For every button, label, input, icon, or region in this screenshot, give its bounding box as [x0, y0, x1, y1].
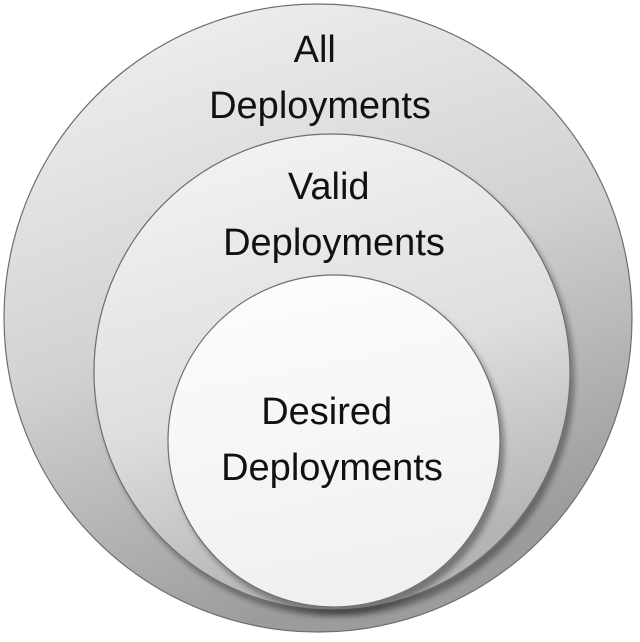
inner-label-line2: Deployments [221, 447, 443, 489]
outer-label: All Deployments [209, 29, 431, 127]
inner-set-desired-deployments [167, 274, 501, 608]
inner-label: Desired Deployments [221, 391, 443, 489]
inner-label-line1: Desired [261, 391, 392, 433]
middle-label-line2: Deployments [223, 222, 445, 264]
inner-circle [167, 274, 501, 608]
outer-label-line2: Deployments [209, 85, 431, 127]
middle-label: Valid Deployments [223, 166, 445, 264]
middle-label-line1: Valid [288, 166, 370, 208]
outer-label-line1: All [294, 29, 336, 71]
